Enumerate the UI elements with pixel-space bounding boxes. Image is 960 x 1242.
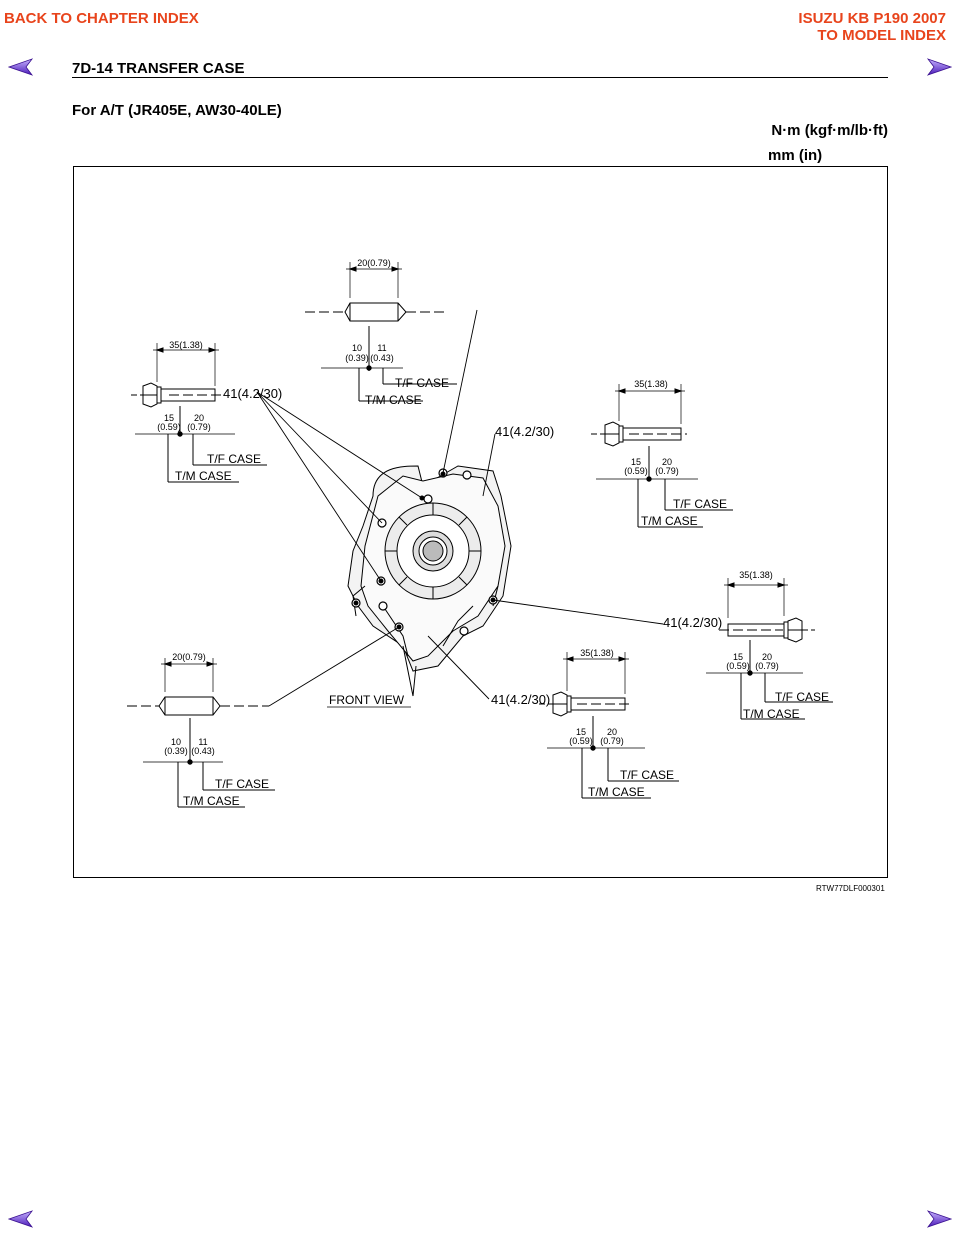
bolt-right [706, 578, 833, 720]
r-bolt-tm-case: T/M CASE [743, 707, 800, 721]
dim-ul-a-bot: (0.59) [157, 422, 181, 432]
bc-bolt-tf-case: T/F CASE [620, 768, 674, 782]
length-units: mm (in) [768, 147, 823, 164]
dim-bc-a-top: 15 [576, 727, 586, 737]
dim-bc-b-bot: (0.79) [600, 736, 624, 746]
ul-bolt-tf-case: T/F CASE [207, 452, 261, 466]
stud-top [305, 262, 457, 402]
dim-ul-b-top: 20 [194, 413, 204, 423]
dim-bl-stud-b-top: 11 [198, 737, 207, 747]
ul-bolt-torque: 41(4.2/30) [223, 386, 282, 401]
bottom-next-right-arrow-icon[interactable] [926, 1210, 952, 1228]
dim-top-stud-length: 20(0.79) [357, 258, 391, 268]
dim-bl-stud-b-bot: (0.43) [191, 746, 215, 756]
stud-bottom-left [127, 658, 275, 808]
header-rule [72, 77, 888, 78]
dim-r-b-bot: (0.79) [755, 661, 779, 671]
dim-r-a-top: 15 [733, 652, 743, 662]
r-bolt-torque: 41(4.2/30) [663, 615, 722, 630]
dim-r-a-bot: (0.59) [726, 661, 750, 671]
ur-bolt-tf-case: T/F CASE [673, 497, 727, 511]
bc-bolt-torque: 41(4.2/30) [491, 692, 550, 707]
torque-units: N·m (kgf·m/lb·ft) [771, 122, 888, 139]
dim-bc-bolt-length: 35(1.38) [580, 648, 614, 658]
dim-ul-bolt-length: 35(1.38) [169, 340, 203, 350]
dim-ul-b-bot: (0.79) [187, 422, 211, 432]
dim-top-stud-a-bot: (0.39) [345, 353, 369, 363]
r-bolt-tf-case: T/F CASE [775, 690, 829, 704]
bolt-upper-left [131, 343, 267, 483]
dim-ur-bolt-length: 35(1.38) [634, 379, 668, 389]
ur-bolt-torque: 41(4.2/30) [495, 424, 554, 439]
bl-stud-tm-case: T/M CASE [183, 794, 240, 808]
figure-id: RTW77DLF000301 [816, 884, 885, 893]
bl-stud-tf-case: T/F CASE [215, 777, 269, 791]
bolt-bottom-center [539, 652, 679, 799]
dim-ur-a-bot: (0.59) [624, 466, 648, 476]
dim-ur-b-top: 20 [662, 457, 672, 467]
leader-lines [256, 309, 664, 707]
dim-top-stud-b-bot: (0.43) [370, 353, 394, 363]
dim-bc-a-bot: (0.59) [569, 736, 593, 746]
back-to-chapter-link[interactable]: BACK TO CHAPTER INDEX [4, 10, 199, 27]
dim-bl-stud-a-top: 10 [171, 737, 181, 747]
dim-r-b-top: 20 [762, 652, 772, 662]
page-title: 7D-14 TRANSFER CASE [72, 60, 245, 77]
dim-ur-a-top: 15 [631, 457, 641, 467]
bc-bolt-tm-case: T/M CASE [588, 785, 645, 799]
section-title: For A/T (JR405E, AW30-40LE) [72, 102, 282, 119]
ur-bolt-tm-case: T/M CASE [641, 514, 698, 528]
dim-ul-a-top: 15 [164, 413, 174, 423]
bolt-torque-diagram: 20(0.79) 10 (0.39) 11 (0.43) T/F CASE T/… [127, 258, 833, 808]
transfer-case-front-view [347, 465, 512, 697]
dim-bl-stud-length: 20(0.79) [172, 652, 206, 662]
top-stud-tf-case: T/F CASE [395, 376, 449, 390]
dim-top-stud-a-top: 10 [352, 343, 362, 353]
figure-frame [73, 166, 888, 878]
prev-page-left-arrow-icon[interactable] [8, 58, 34, 76]
ul-bolt-tm-case: T/M CASE [175, 469, 232, 483]
dim-top-stud-b-top: 11 [377, 343, 386, 353]
next-page-right-arrow-icon[interactable] [926, 58, 952, 76]
dim-r-bolt-length: 35(1.38) [739, 570, 773, 580]
dim-bc-b-top: 20 [607, 727, 617, 737]
dim-bl-stud-a-bot: (0.39) [164, 746, 188, 756]
model-index-link[interactable]: ISUZU KB P190 2007 TO MODEL INDEX [798, 10, 946, 44]
bolt-upper-right [591, 384, 733, 528]
model-line-1: ISUZU KB P190 2007 [798, 10, 946, 27]
front-view-label: FRONT VIEW [329, 693, 405, 707]
model-line-2[interactable]: TO MODEL INDEX [817, 27, 946, 44]
top-stud-tm-case: T/M CASE [365, 393, 422, 407]
dim-ur-b-bot: (0.79) [655, 466, 679, 476]
bottom-prev-left-arrow-icon[interactable] [8, 1210, 34, 1228]
